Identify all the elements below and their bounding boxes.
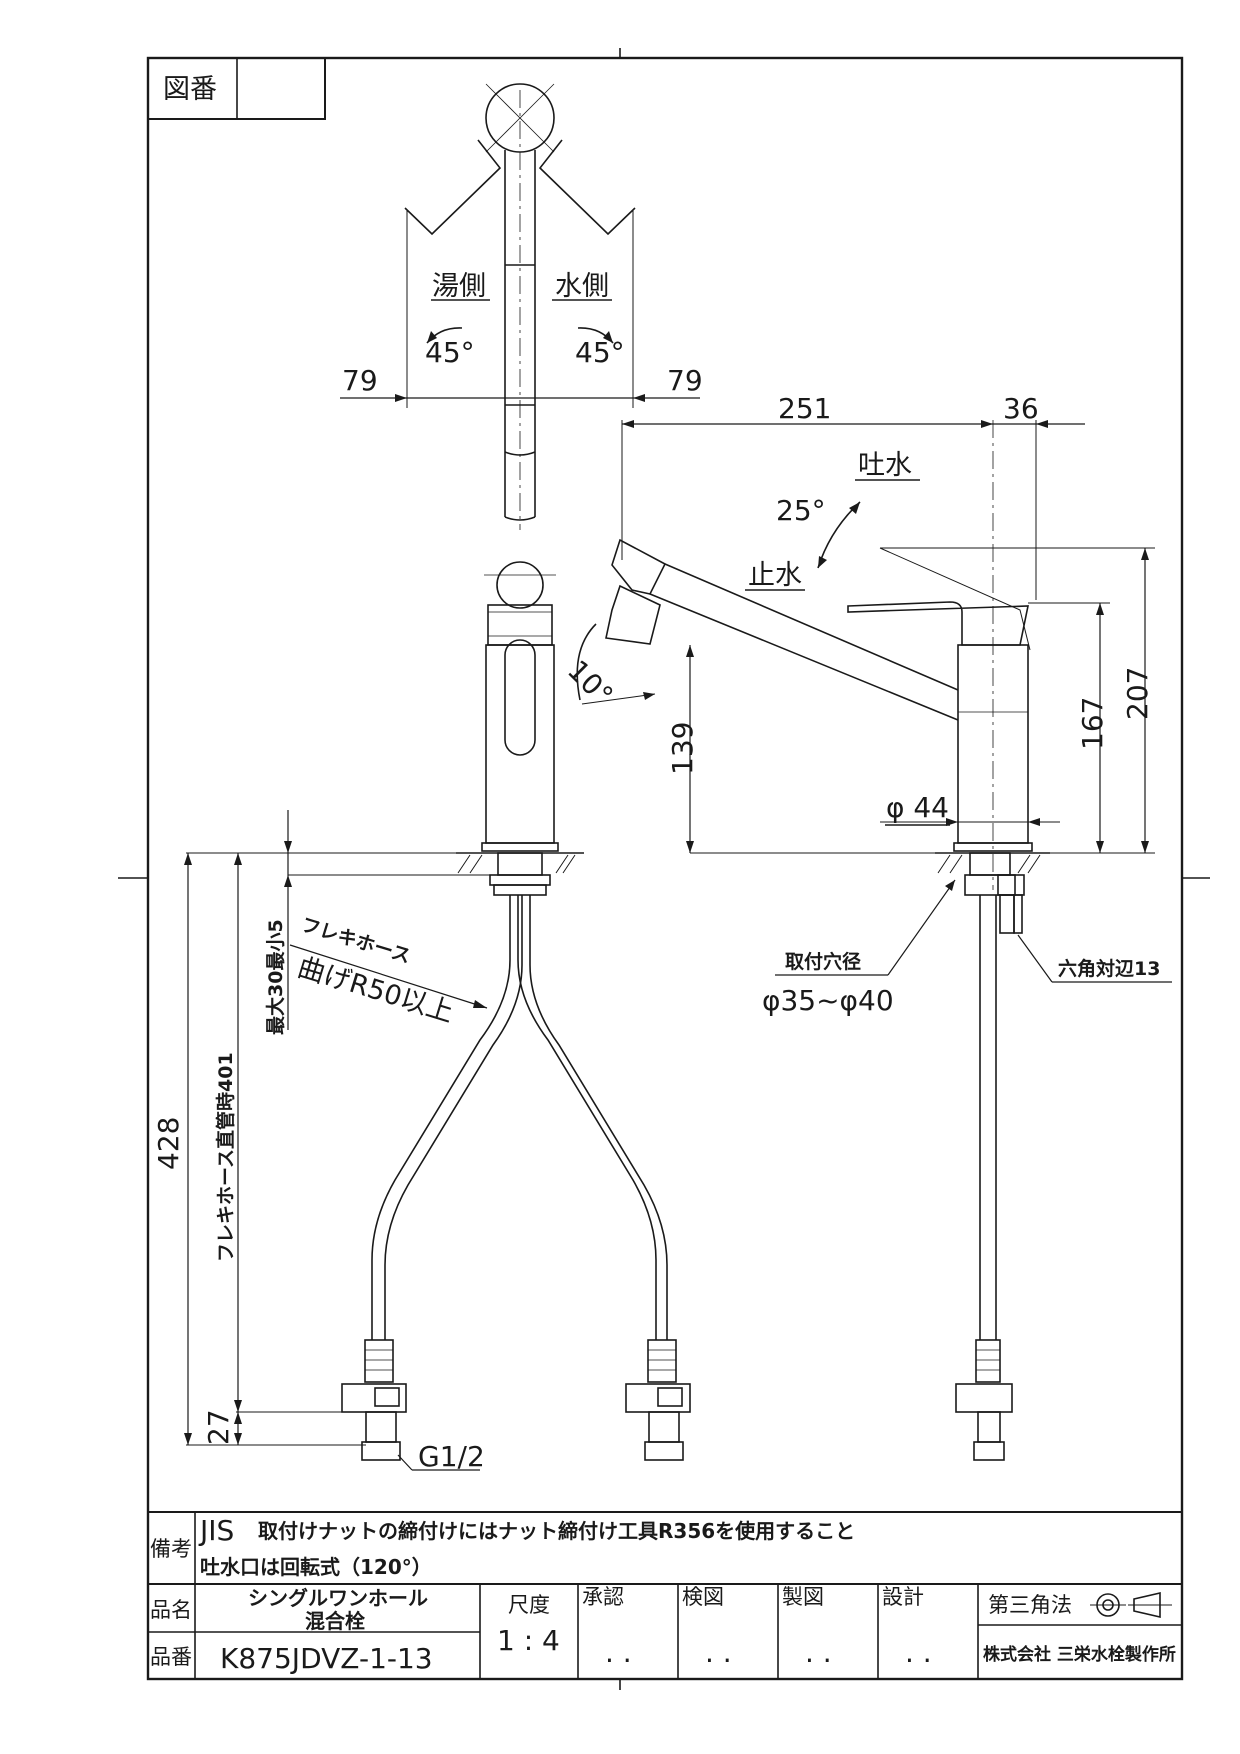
cold-angle-label: 45° [575, 336, 625, 369]
dim-hot-79: 79 [342, 364, 378, 397]
hot-side-label: 湯側 [432, 271, 486, 302]
approved-date: . . [605, 1636, 632, 1669]
deck-thickness-label: 最大30最小5 [264, 919, 287, 1035]
approved-label: 承認 [582, 1585, 624, 1609]
dim-spout-height-139: 139 [666, 722, 699, 775]
mount-hole-value: φ35~φ40 [762, 984, 894, 1017]
hose-length-label: フレキホース直管時401 [214, 1052, 237, 1262]
checked-label: 検図 [682, 1585, 724, 1609]
drawn-date: . . [805, 1636, 832, 1669]
product-name-label: 品名 [150, 1598, 192, 1622]
mount-hole-label: 取付穴径 [785, 950, 861, 973]
projection-label: 第三角法 [988, 1593, 1072, 1617]
thread-label: G1/2 [418, 1440, 485, 1473]
title-block: 品名 シングルワンホール 混合栓 品番 K875JDVZ-1-13 尺度 1 :… [148, 1584, 1182, 1679]
drawing-number-label: 図番 [163, 74, 217, 105]
hex-size-label: 六角対辺13 [1058, 957, 1160, 980]
dim-handle-offset-36: 36 [1003, 392, 1039, 425]
product-name-line-2: 混合栓 [305, 1609, 365, 1633]
drawing-number-box: 図番 [147, 57, 326, 120]
stop-water-label: 止水 [748, 560, 802, 591]
dim-body-height-167: 167 [1076, 697, 1109, 750]
lever-angle-label: 25° [776, 494, 826, 527]
cold-side-label: 水側 [555, 271, 609, 302]
notes-label: 備考 [150, 1537, 192, 1561]
designed-date: . . [905, 1636, 932, 1669]
drawn-label: 製図 [782, 1585, 824, 1609]
side-view: 251 36 吐水 止水 25° 10° 139 167 207 φ 44 [561, 392, 1172, 1461]
jis-label: JIS [198, 1514, 234, 1547]
dim-cold-79: 79 [667, 364, 703, 397]
designed-label: 設計 [882, 1585, 924, 1609]
spout-water-label: 吐水 [858, 450, 912, 481]
top-view: 湯側 水側 45° 45° 79 79 [340, 83, 703, 530]
scale-value: 1 : 4 [497, 1624, 560, 1657]
product-name-line-1: シングルワンホール [248, 1586, 428, 1610]
product-number-value: K875JDVZ-1-13 [220, 1642, 433, 1675]
nozzle-angle-label: 10° [561, 654, 619, 712]
dim-nut-27: 27 [202, 1409, 235, 1445]
dim-total-height-207: 207 [1121, 667, 1154, 720]
dim-spout-reach-251: 251 [778, 392, 831, 425]
dim-total-428: 428 [152, 1117, 185, 1170]
sheet-border [118, 48, 1210, 1690]
notes-block: 備考 JIS 取付けナットの締付けにはナット締付け工具R356を使用すること 吐… [148, 1511, 1182, 1679]
checked-date: . . [705, 1636, 732, 1669]
note-line-1: 取付けナットの締付けにはナット締付け工具R356を使用すること [258, 1519, 855, 1543]
scale-label: 尺度 [508, 1593, 550, 1617]
hot-angle-label: 45° [425, 336, 475, 369]
company-name: 株式会社 三栄水栓製作所 [983, 1644, 1176, 1665]
body-diameter-label: φ 44 [886, 791, 949, 824]
note-line-2: 吐水口は回転式（120°） [200, 1555, 432, 1579]
product-number-label: 品番 [150, 1645, 192, 1669]
third-angle-projection-icon [1090, 1591, 1172, 1619]
